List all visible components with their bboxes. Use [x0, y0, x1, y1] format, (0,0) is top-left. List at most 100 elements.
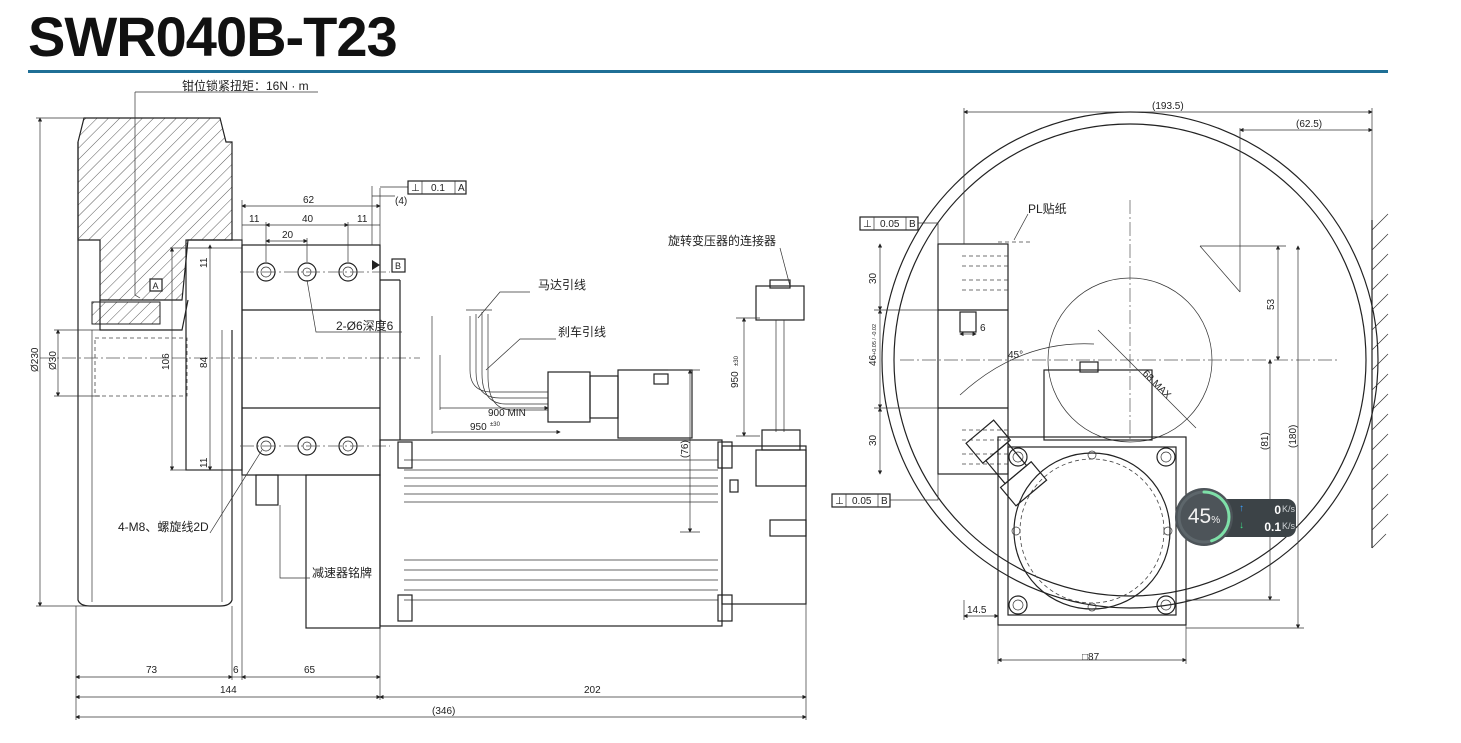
dim-950v: 950 [730, 371, 741, 388]
svg-text:0.05: 0.05 [852, 496, 872, 507]
dim-45-deg: 45° [1008, 350, 1023, 361]
label-resolver-connector: 旋转变压器的连接器 [668, 233, 776, 248]
dim-73: 73 [146, 665, 158, 676]
dim-193-5: (193.5) [1152, 101, 1184, 112]
resolver-connector [755, 279, 807, 487]
dim-53: 53 [1266, 298, 1277, 310]
svg-text:B: B [909, 219, 916, 230]
motor-body [379, 439, 723, 627]
dim-346: (346) [432, 706, 455, 717]
clamp-bolt [91, 301, 161, 325]
perpendicularity-frame-a: ⊥ 0.1 A [380, 180, 467, 195]
datum-a-box [149, 278, 163, 292]
download-unit: K/s [1281, 521, 1295, 531]
dim-106: 106 [161, 353, 172, 370]
svg-text:A: A [458, 183, 465, 194]
usage-percent: 45% [1187, 505, 1221, 528]
upload-row: ↑ 0 K/s [1239, 503, 1295, 519]
side-view: A [30, 78, 807, 720]
dim-950h: 950 [470, 422, 487, 433]
label-clamp-torque: 钳位锁紧扭矩：16N · m [182, 78, 309, 93]
dim-62-5: (62.5) [1296, 119, 1322, 130]
dim-4: (4) [395, 196, 407, 207]
dim-30: Ø30 [48, 351, 59, 370]
dim-68-max: 68 MAX [1140, 368, 1173, 401]
speed-panel: ↑ 0 K/s ↓ 0.1 K/s [1225, 499, 1296, 537]
dim-950v-tol: ±30 [734, 355, 740, 366]
label-pl-sticker: PL贴纸 [1028, 202, 1067, 216]
label-brake-lead: 刹车引线 [558, 324, 606, 339]
dim-84: 84 [199, 356, 210, 368]
dim-11b: 11 [357, 214, 368, 225]
dim-46-tol: +0.05 / -0.02 [872, 324, 878, 355]
bottom-dimensions-left: 73 6 65 144 202 (346) [75, 475, 807, 720]
reducer-nameplate-box [305, 474, 381, 629]
upload-value: 0 [1274, 503, 1281, 517]
download-arrow-icon: ↓ [1239, 520, 1244, 531]
datum-a-text: A [153, 281, 159, 291]
network-speed-widget[interactable]: ↑ 0 K/s ↓ 0.1 K/s 45% [1175, 488, 1296, 546]
dim-20: 20 [282, 230, 294, 241]
dim-202: 202 [584, 685, 601, 696]
download-row: ↓ 0.1 K/s [1239, 520, 1295, 536]
label-hole-2x: 2-Ø6深度6 [336, 318, 394, 333]
cable-dimensions: 900 MIN 950 ±30 950 ±30 (76) [431, 316, 760, 533]
front-cable-gland [965, 419, 1048, 507]
dim-46: 46 [868, 354, 879, 366]
left-dimensions-right: 30 46 +0.05 / -0.02 30 6 [868, 243, 986, 475]
dim-30a: 30 [868, 272, 879, 284]
wheel-tire [77, 117, 233, 301]
dim-180: (180) [1288, 425, 1299, 448]
page-title: SWR040B-T23 [28, 5, 398, 68]
upload-arrow-icon: ↑ [1239, 503, 1244, 514]
dim-40: 40 [302, 214, 314, 225]
wheel-body [77, 142, 233, 607]
dim-230: Ø230 [30, 347, 41, 372]
dim-144: 144 [220, 685, 237, 696]
dim-76: (76) [680, 440, 691, 458]
svg-text:0.05: 0.05 [880, 219, 900, 230]
motor-lead-wires [466, 309, 548, 411]
label-reducer-nameplate: 减速器铭牌 [312, 565, 372, 580]
hub [185, 239, 243, 471]
datum-b-text: B [395, 261, 401, 271]
svg-text:⊥: ⊥ [411, 183, 420, 194]
motor-fins [404, 459, 718, 601]
svg-text:⊥: ⊥ [835, 496, 844, 507]
front-view: 68 MAX 45° (193.5) (62.5) 30 46 +0.05 / … [831, 101, 1389, 664]
dim-30b: 30 [868, 434, 879, 446]
top-dimensions: 62 11 40 11 20 (4) [241, 186, 407, 262]
front-mount-block [937, 243, 1009, 475]
label-motor-lead: 马达引线 [538, 278, 586, 292]
cable-gland-left [547, 369, 693, 439]
dim-11a: 11 [249, 214, 260, 225]
dim-14-5: 14.5 [967, 605, 987, 616]
motor-bolt-holes [1008, 447, 1176, 615]
svg-text:B: B [881, 496, 888, 507]
dim-6: 6 [233, 665, 239, 676]
dim-81: (81) [1260, 432, 1271, 450]
svg-text:0.1: 0.1 [431, 183, 445, 194]
download-value: 0.1 [1264, 520, 1281, 534]
upload-unit: K/s [1281, 504, 1295, 514]
perpendicularity-frame-b2: ⊥ 0.05 B [831, 474, 939, 508]
front-connector-box [1043, 369, 1153, 441]
leaders-left [134, 91, 791, 579]
right-dimensions: 53 (81) (180) [1186, 245, 1304, 629]
memory-usage-ring[interactable]: 45% [1175, 488, 1233, 546]
dim-11v2: 11 [199, 457, 210, 468]
top-dimensions-right: (193.5) (62.5) [963, 101, 1373, 244]
progress-ring-icon [1177, 490, 1231, 544]
dim-62: 62 [303, 195, 315, 206]
vertical-dimensions-left: 11 84 11 106 Ø230 Ø30 [30, 117, 213, 607]
dim-900: 900 MIN [488, 408, 526, 419]
dim-87: □87 [1082, 652, 1100, 663]
dim-11v1: 11 [199, 257, 210, 268]
dim-6-right: 6 [980, 323, 986, 334]
dim-65: 65 [304, 665, 316, 676]
svg-text:⊥: ⊥ [863, 219, 872, 230]
label-thread-4x: 4-M8、螺旋线2D [118, 520, 209, 534]
bottom-dimensions-right: □87 14.5 [963, 600, 1187, 664]
datum-b-box [391, 258, 406, 273]
